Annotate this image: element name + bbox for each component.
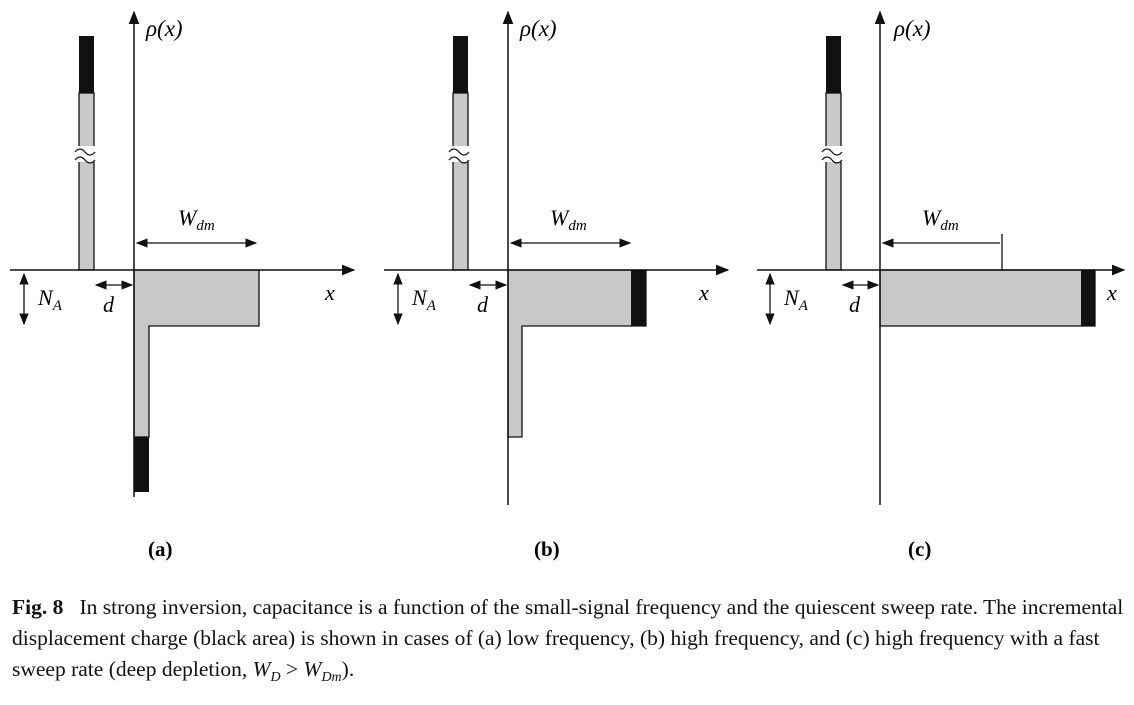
wd-subscript: D bbox=[270, 670, 281, 685]
panel-label: (a) bbox=[148, 537, 173, 561]
gate-charge-bar bbox=[448, 36, 473, 271]
x-label: x bbox=[324, 280, 335, 305]
wd-symbol: W bbox=[252, 657, 271, 681]
incremental-charge-black bbox=[1081, 270, 1095, 326]
substrate-charge-profile bbox=[507, 269, 647, 438]
incremental-charge-black bbox=[631, 270, 646, 326]
panel-label: (c) bbox=[908, 537, 931, 561]
rho-label: ρ(x) bbox=[893, 16, 931, 41]
rho-label: ρ(x) bbox=[145, 16, 183, 41]
wdm-subscript: Dm bbox=[321, 670, 342, 685]
rho-label: ρ(x) bbox=[519, 16, 557, 41]
incremental-charge-black bbox=[134, 437, 149, 492]
gt-symbol: > bbox=[280, 657, 304, 681]
x-label: x bbox=[698, 280, 709, 305]
wdm-symbol: W bbox=[303, 657, 322, 681]
x-label: x bbox=[1106, 280, 1117, 305]
na-label: NA bbox=[37, 285, 63, 314]
wdm-label: Wdm bbox=[922, 205, 959, 234]
gate-charge-bar bbox=[821, 36, 846, 271]
panel-a: ρ(x) x Wdm NA d (a) bbox=[10, 10, 356, 561]
caption-text: In strong inversion, capacitance is a fu… bbox=[12, 595, 1124, 681]
figure-number: Fig. 8 bbox=[12, 595, 64, 619]
wdm-label: Wdm bbox=[178, 205, 215, 234]
caption-end: ). bbox=[341, 657, 355, 681]
panel-label: (b) bbox=[534, 537, 560, 561]
panel-c: ρ(x) x Wdm NA d (c) bbox=[757, 10, 1126, 561]
wdm-label: Wdm bbox=[550, 205, 587, 234]
figure-diagram: ρ(x) x Wdm NA d (a) ρ(x) x Wdm NA d (b) bbox=[10, 10, 1126, 561]
figure-caption: Fig. 8 In strong inversion, capacitance … bbox=[12, 592, 1127, 693]
gate-charge-bar bbox=[74, 36, 99, 271]
na-label: NA bbox=[783, 285, 809, 314]
na-label: NA bbox=[411, 285, 437, 314]
panel-b: ρ(x) x Wdm NA d (b) bbox=[384, 10, 730, 561]
d-label: d bbox=[849, 292, 861, 317]
d-label: d bbox=[103, 292, 115, 317]
substrate-charge-profile bbox=[879, 269, 1096, 327]
substrate-charge-profile bbox=[133, 269, 260, 438]
d-label: d bbox=[477, 292, 489, 317]
